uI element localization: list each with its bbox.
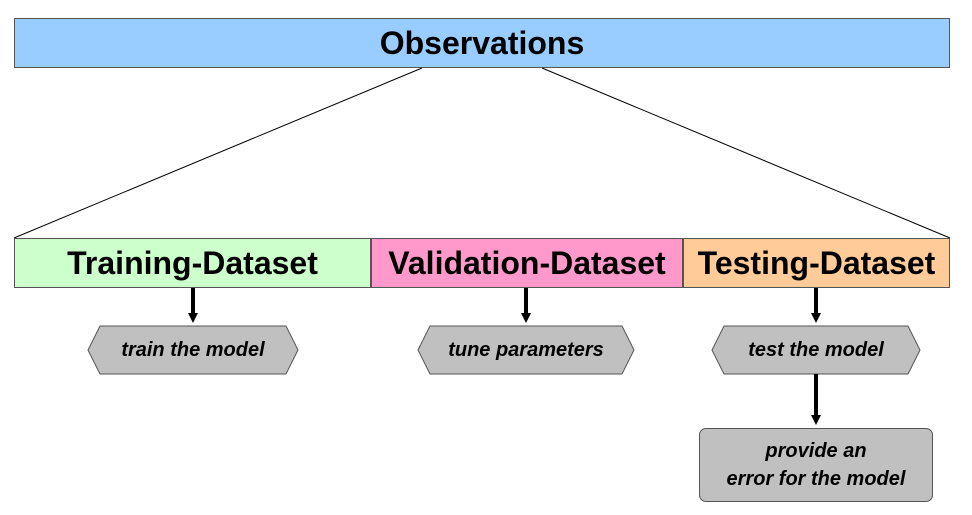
error-output-line-2: error for the model (726, 468, 906, 490)
test-step-label: test the model (748, 338, 884, 361)
fan-line-left (13, 67, 423, 239)
observations-box: Observations (14, 18, 950, 68)
test-step-hexagon (711, 325, 921, 375)
error-output-line-1: provide an (765, 440, 867, 462)
training-dataset-box: Training-Dataset (14, 238, 371, 288)
validation-dataset-label: Validation-Dataset (388, 244, 666, 281)
tune-step-label: tune parameters (448, 338, 604, 361)
tune-step-hexagon (417, 325, 635, 375)
testing-dataset-box: Testing-Dataset (683, 238, 950, 288)
error-output-box: provide an error for the model (699, 428, 933, 502)
observations-label: Observations (379, 24, 585, 61)
fan-line-right (541, 67, 951, 239)
validation-dataset-box: Validation-Dataset (371, 238, 683, 288)
train-step-hexagon (87, 325, 299, 375)
training-dataset-label: Training-Dataset (67, 244, 318, 281)
testing-dataset-label: Testing-Dataset (697, 244, 936, 281)
train-step-label: train the model (121, 338, 265, 361)
